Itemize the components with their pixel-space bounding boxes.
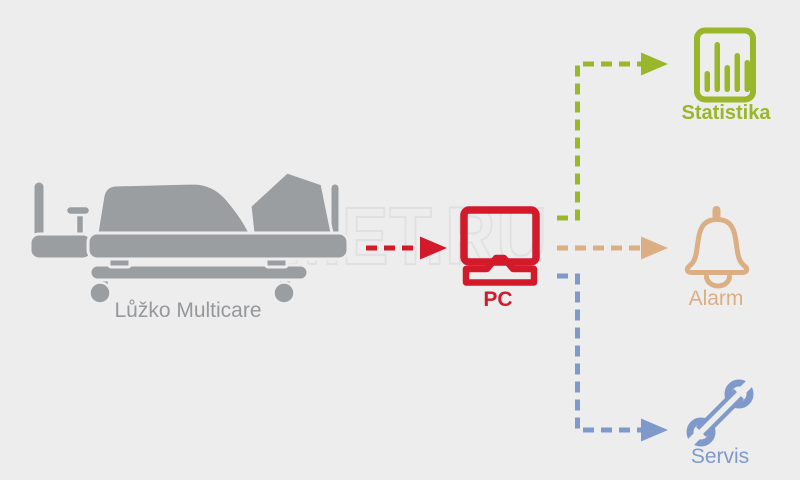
computer-monitor-icon [460,206,540,286]
connector-pc-to-alarm [557,236,668,260]
connector-pc-to-servis [557,273,668,442]
bell-icon [684,206,750,289]
bed-crank-handle [64,204,92,217]
connector-pc-to-statistika [557,52,668,221]
arrowhead [641,236,668,260]
servis-label: Servis [690,445,750,468]
bed-label: Lůžko Multicare [114,299,262,322]
bar-chart-icon [694,27,756,103]
bed-head-post [31,179,47,243]
arrowhead [641,418,668,442]
pc-label: PC [483,288,513,311]
bed-pillow-section [248,170,334,235]
arrowhead [641,52,668,76]
arrowhead [420,236,447,260]
hospital-bed-icon [28,170,350,305]
bed-backrest-cushion [95,181,252,235]
alarm-label: Alarm [688,287,744,310]
bed-caster-wheel [88,281,112,305]
statistika-label: Statistika [681,102,771,124]
wrench-icon [684,377,756,449]
connector-bed-to-pc [366,236,447,260]
bed-caster-wheel [272,281,296,305]
bed-mattress-platform [86,231,350,261]
bed-lower-frame [88,263,310,282]
bed-head-base [28,232,94,261]
